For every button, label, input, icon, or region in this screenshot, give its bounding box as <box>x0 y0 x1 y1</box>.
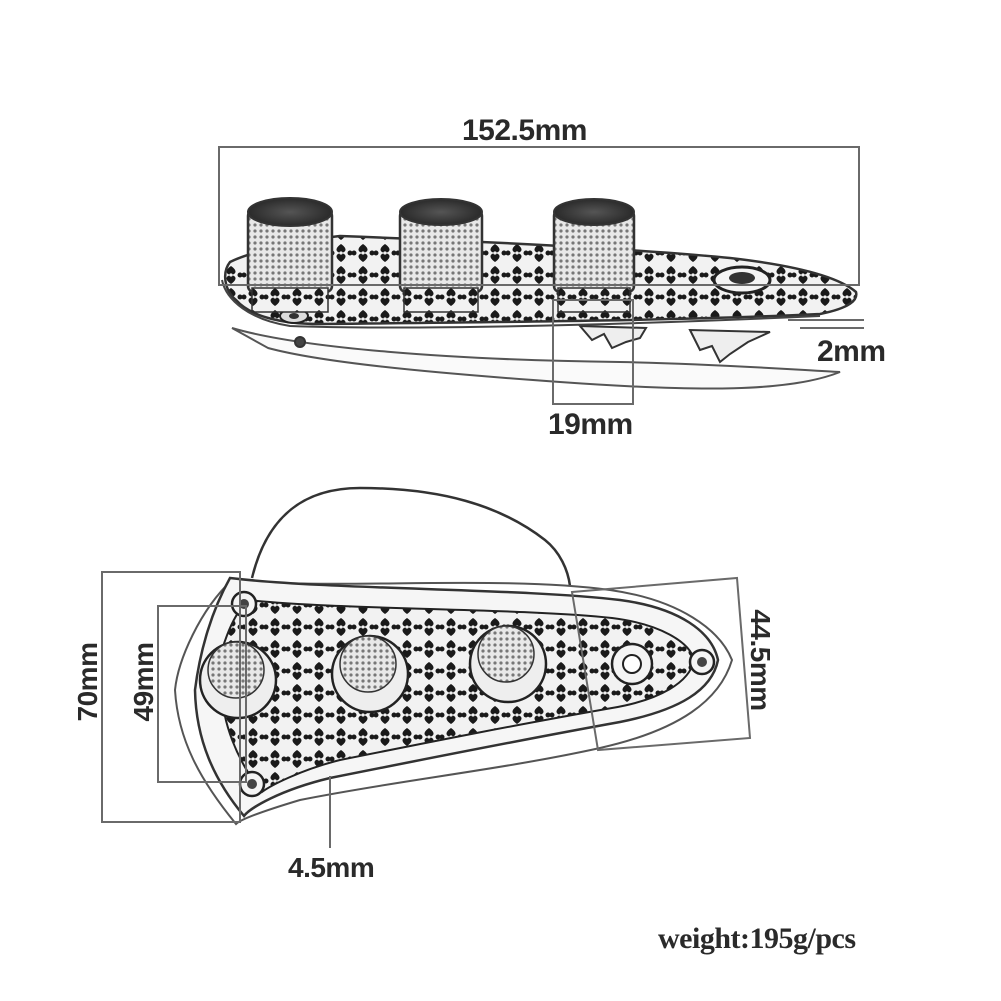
length-dimension-box <box>218 146 860 286</box>
knob-3 <box>552 198 636 313</box>
knob-diameter-box <box>552 299 634 405</box>
width-tip-box <box>570 576 752 752</box>
knob-top-2 <box>330 634 410 714</box>
width-back-box <box>101 571 241 823</box>
pot-hardware <box>294 324 771 364</box>
side-view <box>218 146 864 405</box>
dimension-lines-bottom <box>101 571 752 848</box>
knob-top-1 <box>198 640 278 720</box>
wire <box>250 486 572 587</box>
edge-offset-label: 4.5mm <box>288 852 375 883</box>
knob-1 <box>246 197 334 313</box>
plate-underside <box>231 327 841 390</box>
screw-spacing-label: 49mm <box>128 642 159 722</box>
dimension-lines-top <box>218 146 864 405</box>
top-view <box>101 486 752 848</box>
knob-top-3 <box>468 624 548 704</box>
thickness-label: 2mm <box>817 335 886 368</box>
jack-socket <box>712 265 772 295</box>
jack-top <box>610 642 654 686</box>
weight-label: weight:195g/pcs <box>658 922 856 955</box>
width-back-label: 70mm <box>72 642 103 722</box>
length-label: 152.5mm <box>462 114 587 147</box>
knob-diameter-label: 19mm <box>548 408 633 441</box>
width-tip-label: 44.5mm <box>745 609 776 711</box>
plate-pattern <box>221 598 696 794</box>
knob-2 <box>398 198 484 313</box>
screw-spacing-box <box>157 605 247 783</box>
